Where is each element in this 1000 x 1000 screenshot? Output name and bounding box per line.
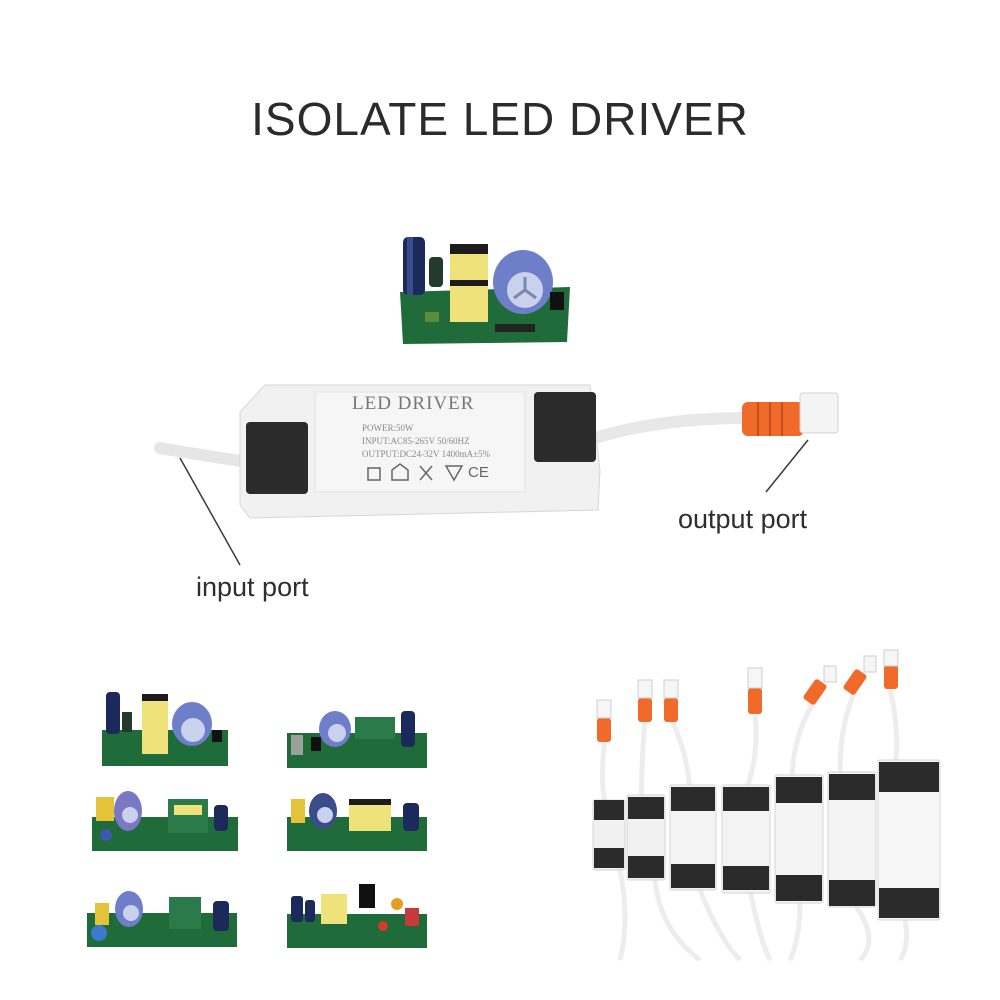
- pcb-board-2: [287, 711, 427, 768]
- driver-output-text: OUTPUT:DC24-32V 1400mA±5%: [362, 449, 491, 459]
- driver-power-text: POWER:50W: [362, 423, 414, 433]
- output-port-label: output port: [678, 504, 808, 534]
- input-port-label: input port: [196, 572, 309, 602]
- pcb-board-top: [400, 237, 570, 344]
- pcb-board-3: [92, 791, 238, 851]
- driver-input-text: INPUT:AC85-265V 50/60HZ: [362, 436, 470, 446]
- page-title: ISOLATE LED DRIVER: [251, 93, 749, 145]
- pcb-board-4: [287, 793, 427, 851]
- pcb-board-6: [287, 884, 427, 948]
- pcb-board-5: [87, 891, 237, 947]
- driver-brand-text: LED DRIVER: [352, 393, 475, 414]
- ce-mark: CE: [468, 464, 489, 481]
- pcb-board-1: [102, 692, 228, 766]
